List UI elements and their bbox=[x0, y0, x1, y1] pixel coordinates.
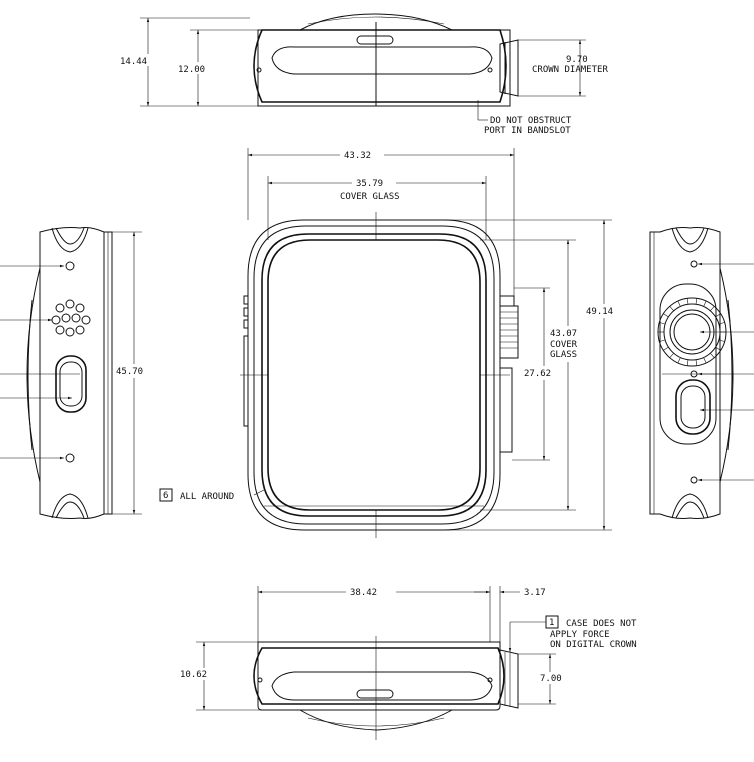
dim-glass-height: 43.07 bbox=[550, 329, 577, 339]
dim-overall-height: 14.44 bbox=[120, 57, 147, 67]
crown-tooth bbox=[710, 353, 715, 358]
crown-tooth bbox=[677, 357, 681, 364]
dim-bottom-offset: 3.17 bbox=[524, 588, 546, 598]
glass-height-label-2: GLASS bbox=[550, 350, 577, 360]
crown-tooth bbox=[715, 346, 721, 351]
crown-tooth bbox=[703, 357, 707, 364]
dim-bottom-height: 10.62 bbox=[180, 670, 207, 680]
bottom-view bbox=[196, 586, 559, 740]
crown-diameter-label: CROWN DIAMETER bbox=[532, 65, 608, 75]
dim-body-height: 12.00 bbox=[178, 65, 205, 75]
port-note-line-1: DO NOT OBSTRUCT bbox=[490, 116, 572, 126]
front-view bbox=[159, 148, 612, 538]
dim-glass-width: 35.79 bbox=[356, 179, 383, 189]
crown-tooth bbox=[659, 339, 666, 342]
force-note-line-3: ON DIGITAL CROWN bbox=[550, 640, 637, 650]
crown-tooth bbox=[677, 300, 681, 307]
crown-tooth bbox=[663, 313, 669, 318]
crown-tooth bbox=[669, 306, 674, 311]
left-side-view bbox=[0, 227, 142, 519]
dim-case-height: 49.14 bbox=[586, 307, 613, 317]
crown-tooth bbox=[703, 300, 707, 307]
crown-tooth bbox=[686, 298, 689, 305]
crown-tooth bbox=[718, 322, 725, 325]
clearance-box-number: 6 bbox=[163, 491, 168, 501]
top-view bbox=[140, 13, 586, 121]
glass-width-label: COVER GLASS bbox=[340, 192, 400, 202]
dim-bottom-width: 38.42 bbox=[350, 588, 377, 598]
crown-tooth bbox=[718, 339, 725, 342]
right-side-view bbox=[649, 227, 754, 519]
glass-height-label-1: COVER bbox=[550, 340, 578, 350]
crown-tooth bbox=[695, 298, 698, 305]
dim-crown-height: 7.00 bbox=[540, 674, 562, 684]
crown-tooth bbox=[659, 322, 666, 325]
clearance-label: ALL AROUND bbox=[180, 492, 234, 502]
crown-tooth bbox=[663, 346, 669, 351]
speaker-holes bbox=[51, 299, 91, 337]
force-note-line-1: CASE DOES NOT bbox=[566, 619, 637, 629]
crown-tooth bbox=[715, 313, 721, 318]
dim-case-width: 43.32 bbox=[344, 151, 371, 161]
force-note-line-2: APPLY FORCE bbox=[550, 630, 610, 640]
crown-tooth bbox=[695, 359, 698, 366]
crown-tooth bbox=[669, 353, 674, 358]
port-note-line-2: PORT IN BANDSLOT bbox=[484, 126, 571, 136]
crown-tooth bbox=[686, 359, 689, 366]
dim-left-height: 45.70 bbox=[116, 367, 143, 377]
dim-button-span: 27.62 bbox=[524, 369, 551, 379]
dim-crown-diameter: 9.70 bbox=[566, 55, 588, 65]
force-note-box-number: 1 bbox=[549, 618, 554, 628]
crown-tooth bbox=[710, 306, 715, 311]
